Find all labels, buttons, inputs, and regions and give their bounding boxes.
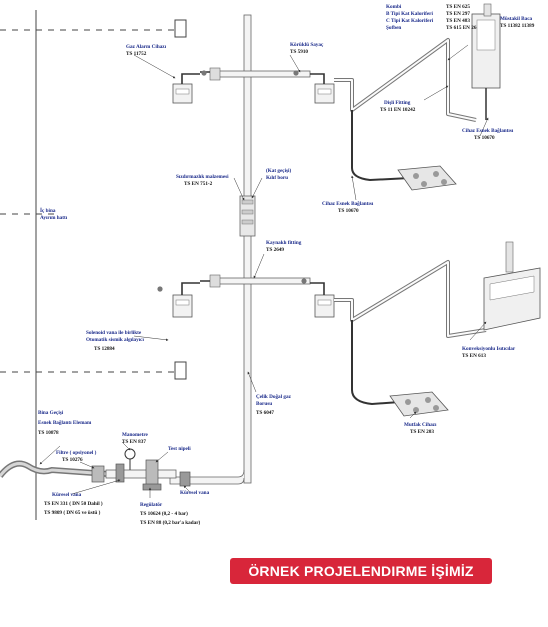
label-filtre: Filtre ( opsiyonel ) (56, 449, 97, 456)
std-disli-fitting: TS 11 EN 10242 (380, 107, 416, 113)
meter-lower-right (301, 278, 335, 318)
label-cihaz-esnek-1: Cihaz Esnek Bağlantısı (462, 127, 514, 134)
label-sayac: Körüklü Sayaç (290, 42, 324, 48)
alarm-box-lower (174, 361, 187, 380)
label-cihaz-esnek-2: Cihaz Esnek Bağlantısı (322, 200, 374, 207)
label-kuresel-vana-1: Küresel vana (52, 492, 82, 498)
label-bina-gecisi: Bina Geçişi (38, 410, 64, 416)
banner-ornek-projelendirme: ÖRNEK PROJELENDIRME İŞİMİZ (230, 558, 492, 584)
label-ayirim-hatti: Ayırım hattı (40, 215, 68, 221)
std-mutfak: TS EN 203 (410, 429, 434, 435)
std-mustakil-baca: TS 11382 11389 (500, 23, 535, 29)
label-kombi-2: C Tipi Kat Kaloriferi (386, 18, 434, 24)
label-sizdirmazlik: Sızdırmazlık malzemesi (176, 174, 229, 180)
label-regulator: Regülatör (140, 502, 163, 508)
manometer (124, 448, 136, 470)
label-esnek-baglanti: Esnek Bağlantı Elemanı (38, 419, 92, 426)
std-bina-gecisi: TS 10878 (38, 430, 59, 436)
std-kombi-3: TS 615 EN 26 (446, 25, 477, 31)
label-disli-fitting: Dişli Fitting (384, 100, 411, 106)
cooktop-upper (397, 165, 457, 191)
std-kombi-1: TS EN 297 (446, 11, 470, 17)
std-kuresel-vana-1: TS EN 331 ( DN 50 Dahil ) (44, 500, 103, 507)
label-kaynakli-fitting: Kaynaklı fitting (266, 240, 302, 246)
label-kat-gecisi: (Kat geçişi) (266, 167, 291, 174)
std-gas-alarm: TS 11752 (126, 51, 147, 57)
label-gas-alarm: Gaz Alarm Cihazı (126, 44, 167, 50)
label-solenoid: Solenoid vana ile birlikte (86, 330, 142, 336)
meter-upper-right (293, 70, 335, 104)
label-ic-bina: İç bina (40, 207, 56, 214)
label-konvektor: Konveksiyonlu Isıtıcılar (462, 346, 516, 352)
std2-regulator: TS EN 88 (0,2 bar'a kadar) (140, 519, 201, 526)
std-filtre: TS 10276 (62, 457, 83, 463)
std-kombi-0: TS EN 625 (446, 4, 470, 10)
label-mutfak: Mutfak Cihazı (404, 422, 437, 428)
std-sizdirmazlik: TS EN 751-2 (184, 181, 213, 187)
label-kilif-boru: Kılıf boru (266, 175, 288, 181)
label-celik-boru: Çelik Doğal gaz (256, 393, 292, 400)
std-regulator: TS 10624 (0,2 - 4 bar) (140, 510, 188, 517)
std-sayac: TS 5910 (290, 49, 308, 55)
std-konvektor: TS EN 613 (462, 353, 486, 359)
std-cihaz-esnek-1: TS 10670 (474, 135, 495, 141)
lower-branch-pipe (217, 277, 311, 285)
std-cihaz-esnek-2: TS 10670 (338, 208, 359, 214)
std-manometre: TS EN 837 (122, 439, 146, 445)
hose-upper (351, 110, 411, 182)
kombi-unit (471, 3, 501, 120)
label-borusu: Borusu (256, 401, 272, 407)
label-manometre: Manometre (122, 432, 149, 438)
alarm-box-top (174, 19, 187, 38)
regulator (142, 459, 162, 491)
std-solenoid: TS 12884 (94, 346, 115, 352)
label-test-nipeli: Test nipeli (168, 446, 191, 452)
std-celik-boru: TS 6047 (256, 410, 274, 416)
label-kombi-3: Şofben (386, 25, 401, 31)
std2-kuresel-vana-1: TS 9809 ( DN 65 ve üstü ) (44, 509, 101, 516)
label-otomatik-sismik: Otomatik sismik algılayıcı (86, 337, 144, 343)
cooktop-lower (389, 391, 449, 417)
hose-lower (351, 320, 401, 406)
std-kombi-2: TS EN 483 (446, 18, 470, 24)
main-riser-pipe (243, 14, 252, 484)
label-kombi-1: B Tipi Kat Kaloriferi (386, 11, 433, 17)
label-kuresel-vana-2: Küresel vana (180, 490, 210, 496)
filter-valve (91, 463, 125, 483)
label-mustakil-baca: Müstakil Baca (500, 16, 533, 22)
service-pipe (105, 469, 177, 479)
convector-unit (483, 241, 541, 331)
valve-lower (179, 471, 191, 487)
floor-sleeve (239, 195, 256, 237)
lower-distribution-pipe (334, 260, 487, 338)
meter-upper-left (172, 70, 210, 104)
std-kaynakli-fitting: TS 2649 (266, 247, 284, 253)
meter-lower-left (157, 280, 210, 318)
label-kombi-0: Kombi (386, 4, 402, 10)
